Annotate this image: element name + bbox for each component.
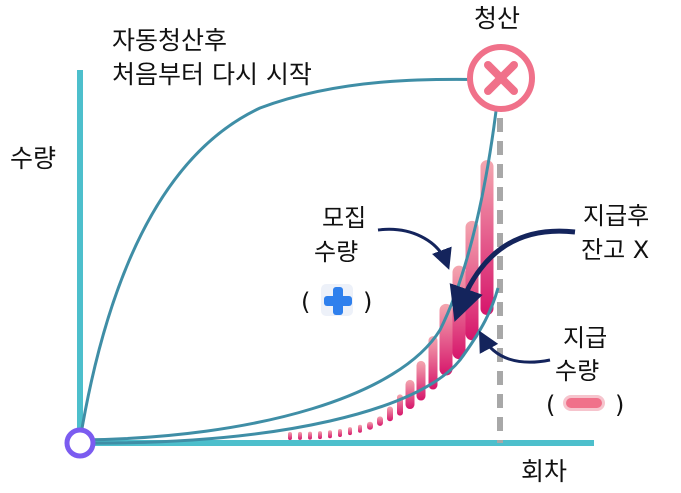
- payout-bar: [288, 431, 292, 440]
- raise-arrow: [377, 227, 452, 270]
- y-axis-label: 수량: [10, 144, 57, 173]
- liquidation-label: 청산: [474, 4, 521, 33]
- payout-bar: [416, 360, 426, 401]
- raise-label-line2: 수량: [314, 238, 359, 266]
- payout-bar: [367, 421, 373, 430]
- payout-paren-open: (: [546, 391, 556, 419]
- x-axis-label: 회차: [521, 457, 568, 486]
- balance-arrow: [449, 228, 576, 322]
- payout-bar: [428, 336, 438, 390]
- payout-bar: [298, 431, 302, 440]
- raise-paren-open: (: [301, 288, 311, 316]
- restart-label-line2: 처음부터 다시 시작: [112, 60, 312, 89]
- growth-curve-upper: [79, 94, 500, 442]
- payout-bar: [338, 428, 342, 437]
- payout-bar: [480, 160, 494, 316]
- payout-label-line2: 수량: [555, 357, 600, 385]
- payout-bar: [377, 416, 383, 426]
- restart-label-line1: 자동청산후: [112, 26, 228, 55]
- balance-label-line1: 지급후: [583, 202, 650, 230]
- payout-bar: [348, 427, 352, 436]
- raise-label-line1: 모집: [322, 204, 367, 232]
- payout-bar: [318, 431, 322, 440]
- payout-bar: [387, 406, 393, 422]
- payout-bar: [308, 431, 312, 440]
- payout-label-line1: 지급: [563, 324, 608, 352]
- payout-bar: [328, 430, 332, 439]
- x-circle-icon: [467, 44, 535, 112]
- restart-curve: [78, 77, 501, 441]
- origin-circle-icon: [64, 427, 96, 459]
- payout-arrow: [478, 330, 551, 364]
- plus-icon: [321, 284, 353, 316]
- raise-paren-close: ): [363, 288, 373, 316]
- balance-label-line2: 잔고 X: [581, 236, 650, 264]
- payout-paren-close: ): [615, 391, 625, 419]
- minus-icon: [563, 395, 605, 411]
- growth-curve-lower: [79, 287, 500, 445]
- payout-bar: [358, 424, 362, 433]
